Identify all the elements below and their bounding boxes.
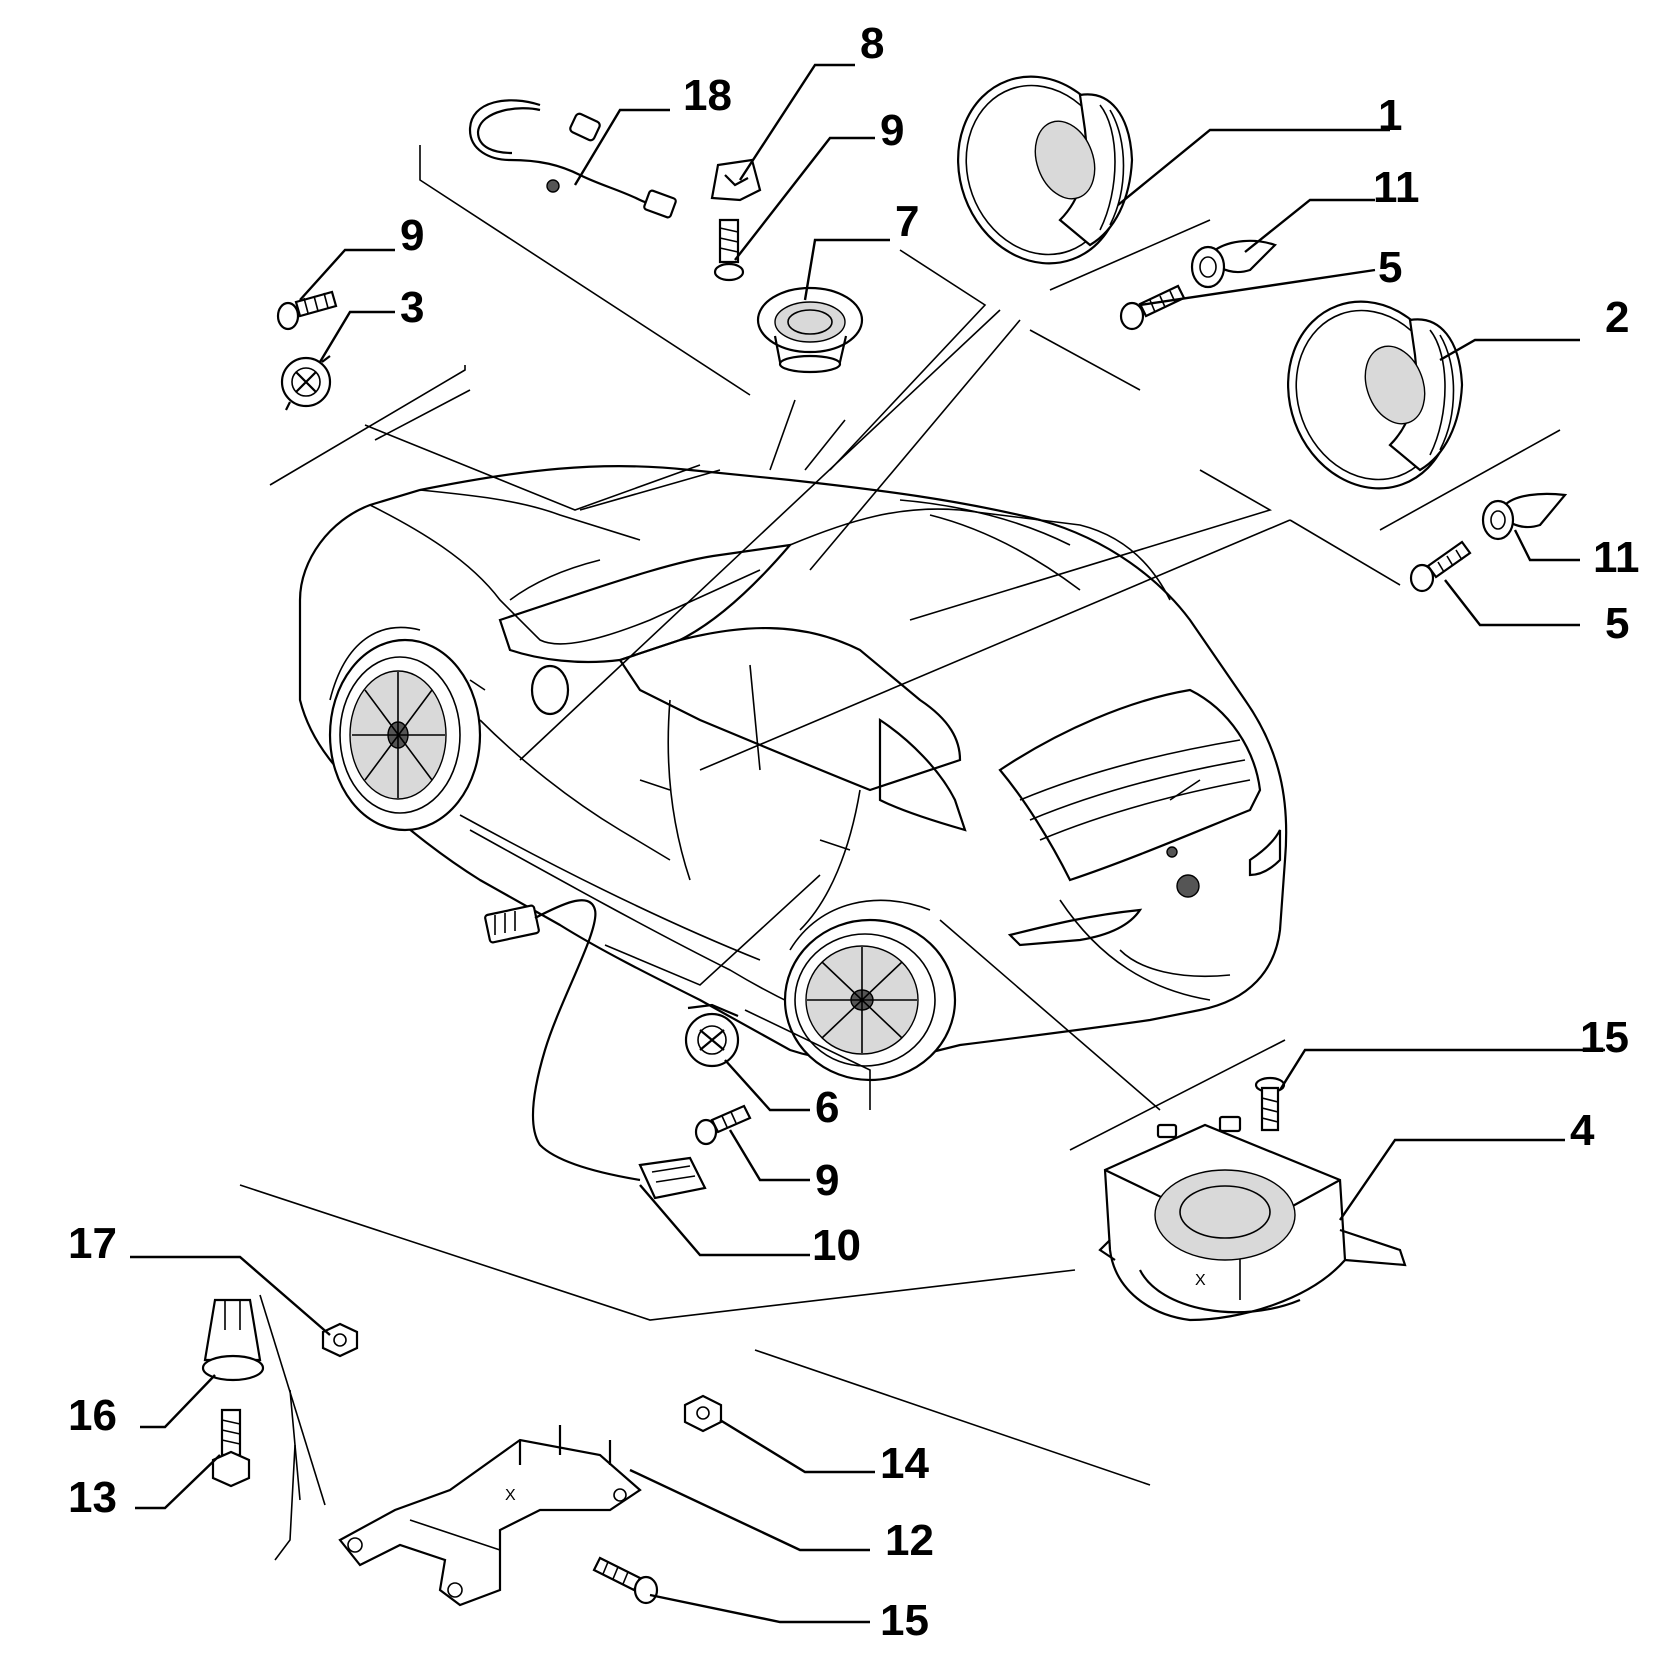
clip-6: [684, 1003, 740, 1068]
callout-8: 8: [860, 19, 884, 68]
bolt-13: [211, 1408, 251, 1488]
callout-11: 11: [1373, 163, 1420, 212]
callout-7: 7: [895, 197, 919, 246]
screw-9-middle: [694, 1104, 752, 1146]
plug-11-top: [1190, 239, 1278, 289]
subwoofer-mark: X: [1195, 1272, 1206, 1289]
callout-14: 14: [880, 1439, 929, 1488]
wiring-harness-18: [468, 99, 677, 219]
callout-16: 16: [68, 1391, 117, 1440]
screw-5-bottom: [1409, 540, 1472, 593]
callout-5: 5: [1378, 243, 1402, 292]
clip-8: [710, 158, 762, 202]
subwoofer-4: X: [1098, 1115, 1407, 1322]
front-wheel: [328, 626, 482, 832]
nut-14: [683, 1394, 723, 1433]
callout-10: 10: [812, 1221, 861, 1270]
mount-16: [201, 1298, 265, 1382]
screw-9-top: [713, 218, 745, 282]
speaker-1: [957, 75, 1134, 265]
screw-15-bottom: [592, 1556, 659, 1605]
callout-18: 18: [683, 71, 732, 120]
speaker-2: [1287, 300, 1464, 490]
callout-3: 3: [400, 283, 424, 332]
callout-9: 9: [815, 1156, 839, 1205]
screw-5-top: [1119, 284, 1186, 331]
callout-11: 11: [1593, 533, 1640, 582]
callout-17: 17: [68, 1219, 117, 1268]
nut-17: [321, 1322, 359, 1358]
car-body: [298, 465, 1288, 1082]
callout-12: 12: [885, 1516, 934, 1565]
rear-wheel: [783, 899, 957, 1082]
leader-lines: [130, 63, 1605, 1624]
callout-4: 4: [1570, 1106, 1595, 1155]
callout-9: 9: [400, 211, 424, 260]
callout-6: 6: [815, 1083, 839, 1132]
cable-10: [484, 899, 707, 1200]
callout-9: 9: [880, 106, 904, 155]
callout-13: 13: [68, 1473, 117, 1522]
callout-15: 15: [880, 1596, 929, 1645]
callout-5: 5: [1605, 599, 1629, 648]
callout-2: 2: [1605, 293, 1629, 342]
clip-3: [280, 355, 332, 411]
callouts: 18 8 9 7 9 3 1 11 5 2 11 5 6 9 10 15 4 1…: [68, 19, 1640, 1645]
tweeter-7: [756, 286, 864, 374]
callout-1: 1: [1378, 91, 1402, 140]
plug-11-bottom: [1481, 492, 1568, 541]
bracket-12: X: [338, 1425, 642, 1607]
bracket-mark: X: [505, 1487, 516, 1504]
screw-9-left: [276, 290, 338, 331]
screw-15-top: [1254, 1076, 1286, 1132]
callout-15: 15: [1580, 1013, 1629, 1062]
guide-lines: [239, 145, 1561, 1561]
